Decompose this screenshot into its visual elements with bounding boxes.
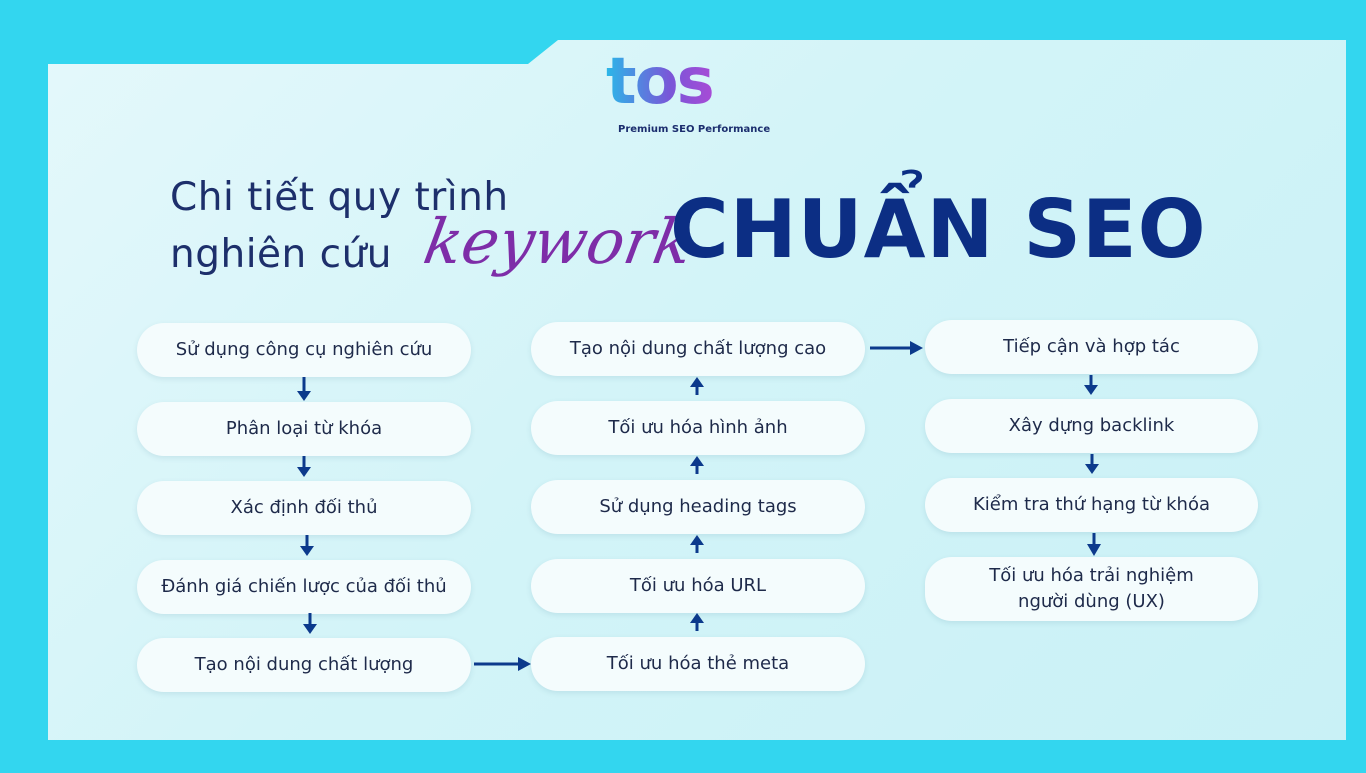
arrow-right-icon bbox=[870, 341, 923, 355]
logo-wordmark: tos bbox=[606, 45, 715, 119]
arrow-up-icon bbox=[690, 456, 704, 474]
step-box-c3-3: Kiểm tra thứ hạng từ khóa bbox=[925, 478, 1258, 532]
step-box-c1-3: Xác định đối thủ bbox=[137, 481, 471, 535]
arrow-down-icon bbox=[1087, 533, 1101, 556]
step-box-c1-2: Phân loại từ khóa bbox=[137, 402, 471, 456]
arrow-up-icon bbox=[690, 535, 704, 553]
step-box-c1-5: Tạo nội dung chất lượng bbox=[137, 638, 471, 692]
step-box-c2-2: Tối ưu hóa hình ảnh bbox=[531, 401, 865, 455]
arrow-down-icon bbox=[1085, 454, 1099, 474]
step-box-c2-3: Sử dụng heading tags bbox=[531, 480, 865, 534]
step-box-c3-4: Tối ưu hóa trải nghiệm người dùng (UX) bbox=[925, 557, 1258, 621]
step-box-c1-4: Đánh giá chiến lược của đối thủ bbox=[137, 560, 471, 614]
title-line-1: Chi tiết quy trình bbox=[170, 175, 509, 220]
arrow-down-icon bbox=[297, 377, 311, 401]
logo-tagline: Premium SEO Performance bbox=[618, 124, 771, 135]
arrow-up-icon bbox=[690, 613, 704, 631]
step-box-c2-5: Tối ưu hóa thẻ meta bbox=[531, 637, 865, 691]
step-box-c2-4: Tối ưu hóa URL bbox=[531, 559, 865, 613]
arrow-down-icon bbox=[297, 456, 311, 477]
step-box-c3-2: Xây dựng backlink bbox=[925, 399, 1258, 453]
arrow-down-icon bbox=[300, 535, 314, 556]
step-box-c1-1: Sử dụng công cụ nghiên cứu bbox=[137, 323, 471, 377]
step-box-c2-1: Tạo nội dung chất lượng cao bbox=[531, 322, 865, 376]
arrow-up-icon bbox=[690, 377, 704, 395]
title-line-2: nghiên cứu bbox=[170, 232, 393, 277]
tos-logo: tos Premium SEO Performance bbox=[606, 45, 770, 140]
arrow-down-icon bbox=[303, 613, 317, 634]
title-highlight: CHUẨN SEO bbox=[670, 183, 1207, 276]
arrow-down-icon bbox=[1084, 375, 1098, 395]
step-box-c3-1: Tiếp cận và hợp tác bbox=[925, 320, 1258, 374]
arrow-right-icon bbox=[474, 657, 531, 671]
